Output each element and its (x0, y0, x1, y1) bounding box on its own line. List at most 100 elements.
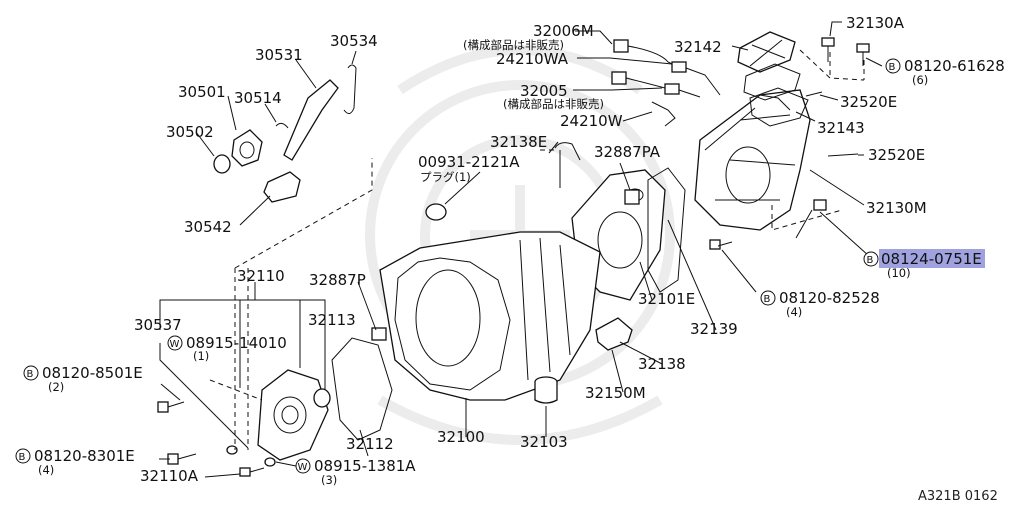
gasket-32112[interactable] (331, 337, 393, 441)
b-letter: B (867, 255, 874, 266)
washer-08915-1381A[interactable] (264, 457, 276, 467)
diagram-code: A321B 0162 (918, 489, 998, 504)
bush-32887P[interactable] (371, 327, 387, 341)
selected-highlight (879, 249, 985, 268)
label-32130A[interactable]: 32130A (846, 14, 905, 32)
bearing-30501[interactable] (231, 129, 263, 167)
label-08120-8501E[interactable]: 08120-8501E (42, 364, 143, 382)
label-32138E[interactable]: 32138E (490, 133, 547, 151)
b-marker-8501E: B (23, 365, 39, 381)
label-30502[interactable]: 30502 (166, 123, 214, 141)
qty-08120-8501E: (2) (48, 380, 64, 394)
w-marker-1381A: W (295, 458, 311, 474)
label-32006M[interactable]: 32006M (533, 22, 594, 40)
label-32110A[interactable]: 32110A (140, 467, 199, 485)
qty-08124-0751E: (10) (887, 266, 911, 280)
front-cover[interactable] (257, 369, 329, 461)
b-marker-82528: B (760, 290, 776, 306)
label-32110[interactable]: 32110 (237, 267, 285, 285)
label-32130M[interactable]: 32130M (866, 199, 927, 217)
top-cover[interactable] (737, 31, 796, 73)
spring-30534[interactable] (343, 64, 357, 114)
label-08915-1381A[interactable]: 08915-1381A (314, 457, 416, 475)
bolt-32110A[interactable] (239, 467, 265, 477)
label-32005[interactable]: 32005 (520, 82, 568, 100)
label-08124-0751E[interactable]: 08124-0751E (881, 250, 982, 268)
extension-housing[interactable] (694, 89, 811, 231)
label-30537[interactable]: 30537 (134, 316, 182, 334)
release-fork-30531[interactable] (283, 79, 339, 161)
b-marker-8301E: B (15, 448, 31, 464)
qty-08120-61628: (6) (912, 73, 928, 87)
label-32520E-a[interactable]: 32520E (840, 93, 897, 111)
clip-30514[interactable] (275, 122, 289, 129)
label-32100[interactable]: 32100 (437, 428, 485, 446)
b-letter: B (889, 62, 896, 73)
harness-clip-24210W[interactable] (651, 101, 676, 127)
w-letter: W (170, 339, 180, 350)
label-24210WA[interactable]: 24210WA (496, 50, 569, 68)
switch-32005[interactable] (611, 71, 701, 98)
switch-32006M[interactable] (613, 39, 721, 96)
assembly-dashes (209, 49, 865, 450)
label-00931-2121A[interactable]: 00931-2121A (418, 153, 520, 171)
label-32150M[interactable]: 32150M (585, 384, 646, 402)
w-letter: W (298, 462, 308, 473)
bolt-08124-0751E[interactable] (795, 199, 827, 239)
label-32887PA[interactable]: 32887PA (594, 143, 661, 161)
qty-08120-82528: (4) (786, 305, 802, 319)
sleeve-30502[interactable] (213, 154, 231, 174)
gasket-32143[interactable] (743, 63, 801, 101)
label-32143[interactable]: 32143 (817, 119, 865, 137)
label-32101E[interactable]: 32101E (638, 290, 695, 308)
label-30534[interactable]: 30534 (330, 32, 378, 50)
b-letter: B (764, 294, 771, 305)
b-letter: B (19, 452, 26, 463)
label-30542[interactable]: 30542 (184, 218, 232, 236)
label-32138[interactable]: 32138 (638, 355, 686, 373)
transmission-case[interactable] (379, 231, 601, 401)
b-marker-0751E: B (863, 251, 879, 267)
leader-lines (159, 21, 883, 478)
label-30501[interactable]: 30501 (178, 83, 226, 101)
label-32887P[interactable]: 32887P (309, 271, 366, 289)
stud-32520E-a[interactable] (805, 91, 823, 97)
label-30514[interactable]: 30514 (234, 89, 282, 107)
plug-00931[interactable] (425, 203, 447, 221)
label-32113[interactable]: 32113 (308, 311, 356, 329)
stud-32520E-b[interactable] (827, 153, 859, 157)
pipe-32138E[interactable] (554, 142, 581, 161)
gasket-32139[interactable] (647, 167, 686, 293)
qty-08915-14010: (1) (193, 349, 209, 363)
bush-32887PA[interactable] (624, 189, 640, 205)
plate-32138[interactable] (595, 317, 633, 351)
label-32103[interactable]: 32103 (520, 433, 568, 451)
bolt-08120-61628[interactable] (856, 43, 870, 66)
b-letter: B (27, 369, 34, 380)
bolt-08120-8301E[interactable] (167, 453, 197, 465)
b-marker-61628: B (885, 58, 901, 74)
bolt-32130A[interactable] (821, 37, 835, 62)
label-30531[interactable]: 30531 (255, 46, 303, 64)
bolt-08120-82528[interactable] (709, 239, 733, 250)
gasket-upper[interactable] (749, 87, 809, 127)
qty-08915-1381A: (3) (321, 473, 337, 487)
label-08120-82528[interactable]: 08120-82528 (779, 289, 880, 307)
label-32139[interactable]: 32139 (690, 320, 738, 338)
note-32006M: (構成部品は非販売) (463, 38, 564, 52)
note-32005: (構成部品は非販売) (503, 97, 604, 111)
label-32142[interactable]: 32142 (674, 38, 722, 56)
boot-30542[interactable] (263, 171, 301, 203)
label-32520E-b[interactable]: 32520E (868, 146, 925, 164)
label-24210W[interactable]: 24210W (560, 112, 623, 130)
part-labels: 32006M (構成部品は非販売) 24210WA 32005 (構成部品は非販… (15, 14, 1005, 504)
label-32112[interactable]: 32112 (346, 435, 394, 453)
seal-32113[interactable] (313, 388, 331, 408)
mount-32103[interactable] (534, 376, 558, 404)
label-08915-14010[interactable]: 08915-14010 (186, 334, 287, 352)
label-08120-8301E[interactable]: 08120-8301E (34, 447, 135, 465)
label-08120-61628[interactable]: 08120-61628 (904, 57, 1005, 75)
bolt-08120-8501E[interactable] (157, 401, 185, 413)
